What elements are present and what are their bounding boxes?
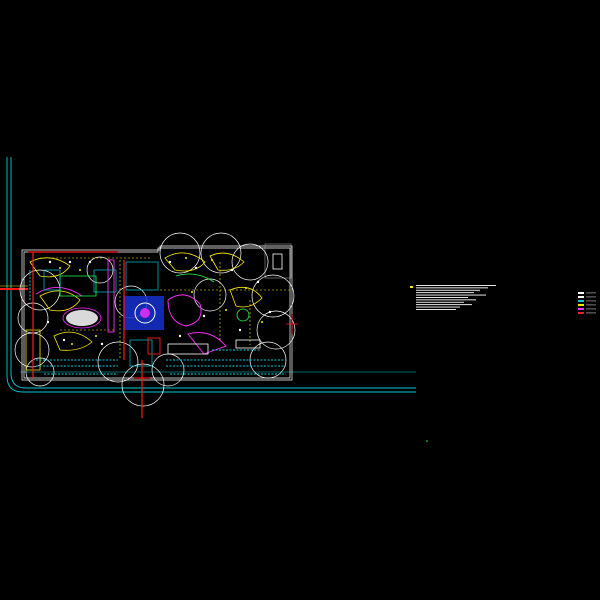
site-outline-grey-inner (272, 253, 283, 270)
garden-zone-north (164, 252, 263, 308)
legend-swatches (578, 292, 596, 314)
notes-bullet (410, 286, 413, 288)
legend-label-line (586, 308, 596, 310)
hatch-blocks (43, 261, 159, 367)
tree-canopy-circles (14, 232, 296, 407)
legend-label-line (586, 296, 596, 298)
path-network (40, 257, 290, 360)
feature-pond (66, 310, 98, 326)
garden-zone-west (25, 257, 93, 371)
garden-zone-magenta (35, 287, 227, 355)
access-marker-red (147, 337, 161, 355)
notes-line (416, 285, 496, 286)
notes-line (416, 304, 472, 306)
legend-label-line (586, 312, 596, 314)
central-fountain-core (140, 308, 150, 318)
notes-line (416, 289, 480, 291)
planting-markers (59, 257, 263, 345)
access-lines (28, 251, 150, 418)
notes-line (416, 292, 474, 294)
access-marker-magenta (107, 259, 115, 333)
legend-label-line (586, 304, 596, 306)
notes-line (416, 301, 464, 303)
light-fixtures (46, 260, 272, 346)
legend-swatch (578, 292, 584, 294)
feature-pond-edge (62, 307, 102, 329)
notes-line (416, 294, 486, 296)
notes-line (416, 287, 488, 289)
site-boundary-road (6, 157, 416, 393)
central-fountain (134, 302, 156, 324)
notes-line (416, 299, 476, 301)
building-footprint (167, 343, 209, 355)
legend-swatch (578, 296, 584, 298)
legend-swatch (578, 312, 584, 314)
notes-line (416, 297, 468, 298)
general-notes-block (410, 285, 496, 310)
legend-label-line (586, 292, 596, 294)
legend-swatch (578, 300, 584, 302)
building-footprint-east (235, 339, 261, 349)
notes-line (416, 309, 456, 310)
legend-swatch (578, 308, 584, 310)
notes-line (416, 306, 460, 308)
site-outline-grey (264, 243, 292, 279)
legend-swatch (578, 304, 584, 306)
legend-block (578, 292, 596, 314)
survey-point (426, 440, 428, 442)
legend-label-line (586, 300, 596, 302)
parking-bay-rows (29, 270, 286, 375)
notes-text-lines (416, 285, 496, 310)
